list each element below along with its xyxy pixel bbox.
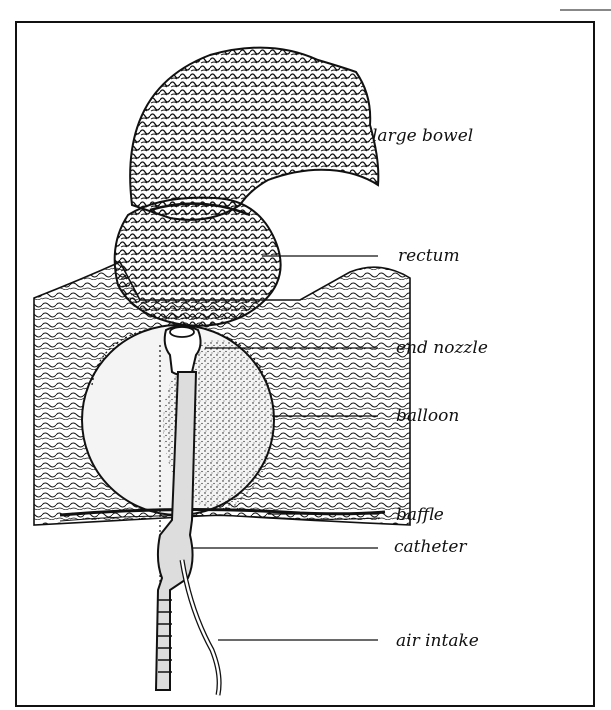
label-end-nozzle: end nozzle bbox=[396, 338, 488, 358]
label-large-bowel: large bowel bbox=[372, 126, 473, 146]
label-air-intake: air intake bbox=[396, 631, 479, 651]
label-balloon: balloon bbox=[396, 406, 459, 426]
large-bowel bbox=[130, 48, 378, 220]
rectum bbox=[115, 198, 281, 326]
label-catheter: catheter bbox=[394, 537, 467, 557]
label-baffle: baffle bbox=[396, 505, 444, 525]
label-rectum: rectum bbox=[398, 246, 460, 266]
